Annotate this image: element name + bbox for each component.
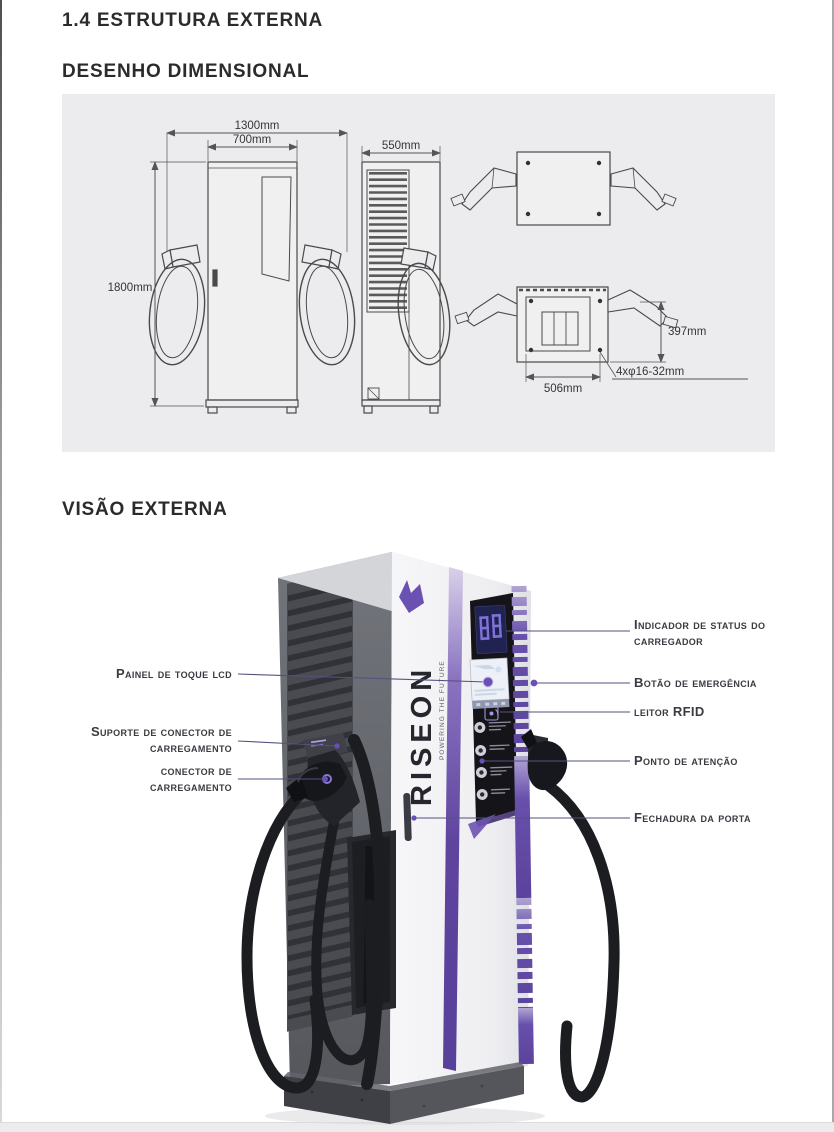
door-lock[interactable] — [403, 792, 412, 841]
callout-lines — [237, 630, 630, 819]
label-status-indicator: Indicador de status do carregador — [634, 617, 766, 648]
cable-right[interactable] — [543, 780, 620, 1103]
dimensional-drawing-title: DESENHO DIMENSIONAL — [62, 61, 310, 82]
cable-left-inner[interactable] — [311, 811, 377, 1066]
dim-width-overall: 1300mm — [235, 120, 280, 132]
dim-top-width: 506mm — [544, 383, 582, 395]
charging-connector[interactable] — [286, 761, 347, 802]
dim-width-cabinet: 700mm — [233, 134, 271, 146]
dimensional-drawing-panel: 1300mm 700mm 1800mm 550mm 397mm 506mm 4x… — [62, 94, 775, 452]
external-view-title: VISÃO EXTERNA — [62, 499, 228, 520]
section-title: 1.4 ESTRUTURA EXTERNA — [62, 10, 324, 31]
charging-connector-right[interactable] — [521, 729, 568, 791]
callout-line-lcd — [237, 673, 488, 683]
dimension-labels: 1300mm 700mm 1800mm 550mm 397mm 506mm 4x… — [108, 120, 707, 395]
dimensional-drawing: 1300mm 700mm 1800mm 550mm 397mm 506mm 4x… — [108, 120, 748, 414]
label-charging-connector: conector de carregamento — [149, 763, 232, 794]
barcode-decor-stripe — [511, 585, 534, 1065]
charger-illustration: RISEON POWERING THE FUTURE — [237, 552, 630, 1125]
label-emergency-button: Botão de emergência — [634, 675, 757, 690]
attention-row-icon — [474, 721, 511, 734]
attention-notes — [474, 721, 513, 800]
callout-line-holder — [237, 740, 338, 747]
dimension-lines — [150, 129, 748, 407]
status-display — [474, 604, 508, 654]
label-attention-point: Ponto de atenção — [634, 753, 738, 768]
rfid-reader-icon[interactable] — [484, 706, 499, 721]
brand-logo-icon — [399, 580, 424, 613]
page-edge-left — [0, 0, 2, 1132]
brand-wordmark: RISEON — [406, 665, 438, 806]
cable-left-outer[interactable] — [241, 786, 324, 1094]
top-view-rear-drawing — [450, 151, 677, 226]
cable-center[interactable] — [348, 734, 387, 1090]
side-view-drawing — [361, 161, 451, 414]
brand-stripe — [443, 567, 463, 1071]
callout-dots — [322, 676, 538, 821]
attention-row-icon — [475, 744, 510, 756]
label-connector-holder: Suporte de conector de carregamento — [90, 724, 232, 755]
front-view-drawing — [148, 161, 356, 414]
brand-tagline: POWERING THE FUTURE — [439, 660, 446, 760]
top-view-front-drawing — [454, 286, 679, 363]
dim-top-height: 397mm — [668, 326, 706, 338]
attention-row-icon — [476, 788, 511, 800]
label-rfid-reader: leitor RFID — [634, 704, 705, 719]
page-edge-right — [832, 0, 834, 1132]
dim-mount-holes: 4xφ16-32mm — [616, 366, 684, 378]
label-lcd-touch-panel: Painel de toque lcd — [116, 666, 232, 681]
attention-row-icon — [475, 766, 513, 778]
dim-height: 1800mm — [108, 282, 153, 294]
dim-depth: 550mm — [382, 140, 420, 152]
charging-cables — [241, 734, 620, 1103]
label-door-lock: Fechadura da porta — [634, 810, 751, 825]
